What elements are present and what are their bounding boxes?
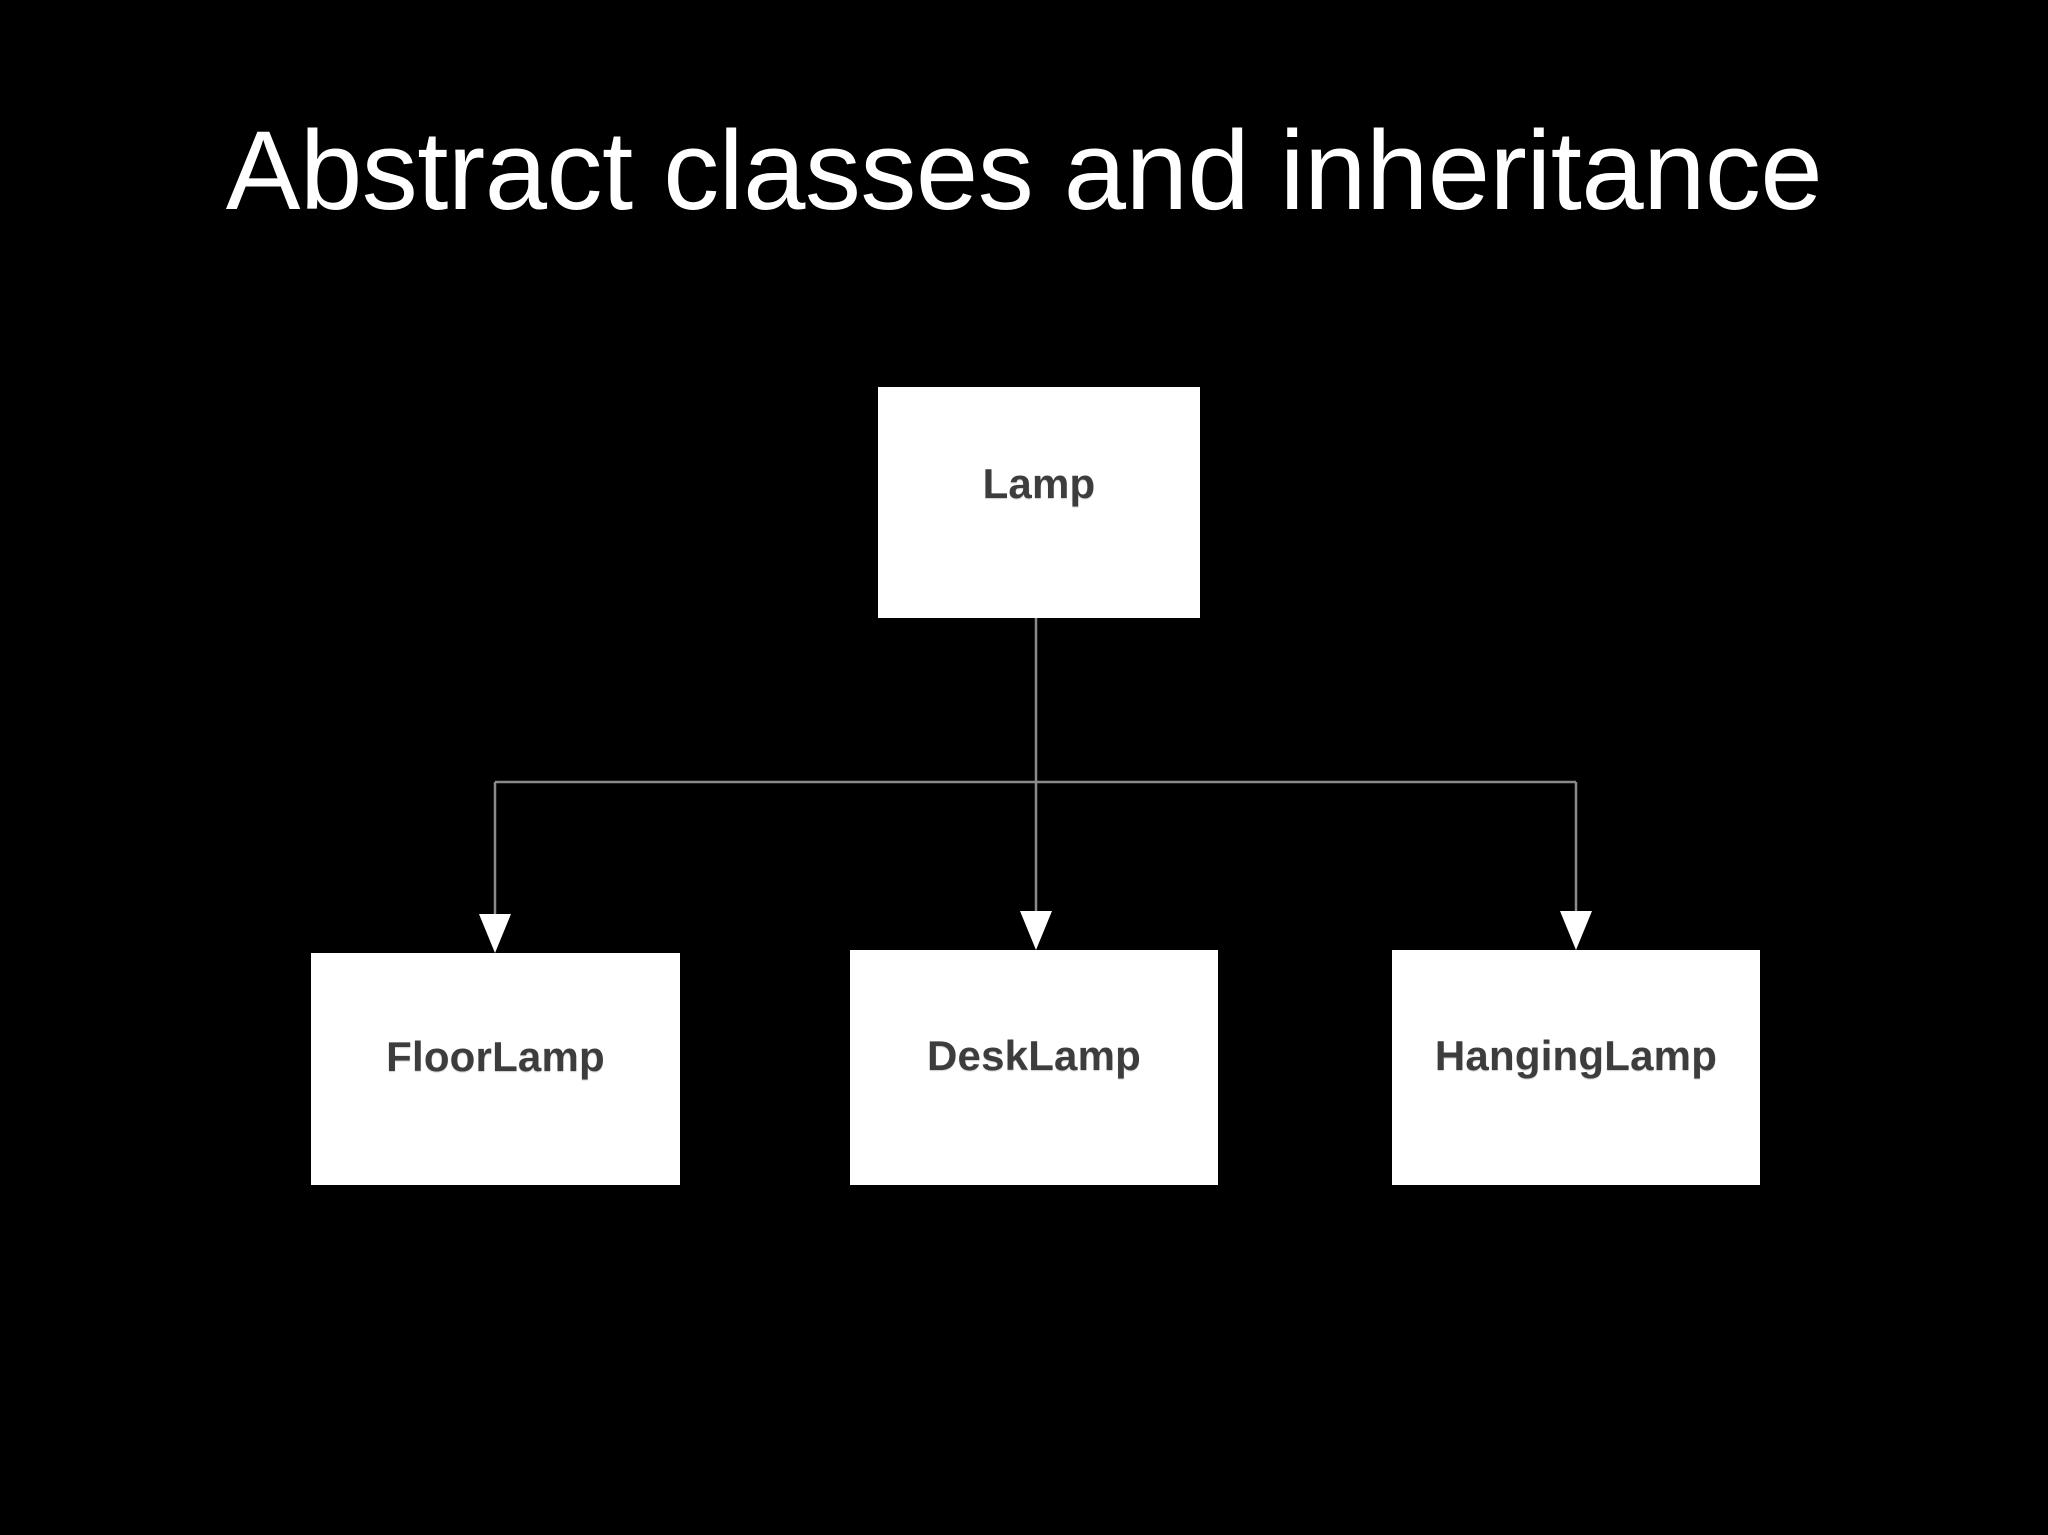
arrowhead-hanginglamp: [1560, 911, 1592, 950]
page-title: Abstract classes and inheritance: [225, 108, 1823, 233]
class-box-lamp[interactable]: Lamp: [878, 387, 1200, 618]
class-box-label: Lamp: [982, 459, 1096, 507]
arrowhead-floorlamp: [479, 914, 511, 953]
class-box-floorlamp[interactable]: FloorLamp: [311, 953, 680, 1185]
arrowhead-desklamp: [1020, 911, 1052, 950]
class-box-label: FloorLamp: [386, 1033, 605, 1080]
class-box-desklamp[interactable]: DeskLamp: [850, 950, 1218, 1185]
class-box-label: HangingLamp: [1434, 1031, 1718, 1079]
class-box-label: DeskLamp: [926, 1031, 1142, 1079]
class-box-hanginglamp[interactable]: HangingLamp: [1392, 950, 1760, 1185]
